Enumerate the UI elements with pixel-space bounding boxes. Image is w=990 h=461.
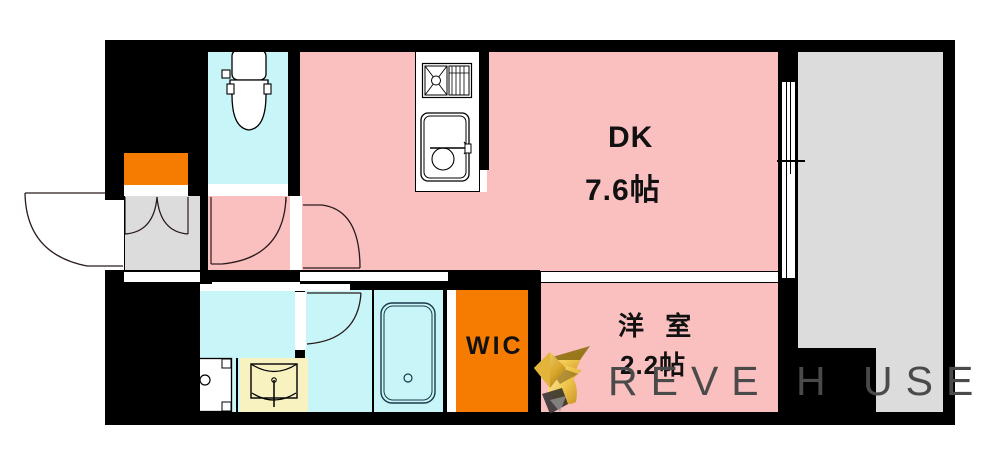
wall-left-vertical xyxy=(105,40,124,200)
wall-top-strip xyxy=(105,40,955,52)
toilet-door-threshold[interactable] xyxy=(208,184,288,196)
label-wic: WIC xyxy=(466,332,524,360)
bathroom-door-swing[interactable] xyxy=(306,292,364,348)
watermark-text-left: REVE H xyxy=(608,358,839,404)
entry-genkan-floor xyxy=(124,196,188,270)
label-dk-size: 7.6帖 xyxy=(585,174,661,207)
shoe-closet-threshold xyxy=(124,185,188,196)
entrance-door-frame-line xyxy=(124,196,125,270)
room-dk-floor xyxy=(300,52,778,270)
hallway-floor-right xyxy=(300,196,362,270)
wall-bottom-strip xyxy=(105,412,955,425)
genkan-closet-doors[interactable] xyxy=(124,196,190,240)
balcony-door-rail-2 xyxy=(790,82,791,174)
washroom-threshold-top xyxy=(200,282,350,291)
wall-dk-wet-gap xyxy=(300,272,448,281)
washroom-floor xyxy=(305,290,375,412)
label-room-name: 洋 室 xyxy=(618,311,699,341)
balcony-door-rail-1 xyxy=(786,82,787,278)
wall-hallway-bottom-gap xyxy=(124,272,200,282)
balcony-floor-bottom-right xyxy=(876,348,943,412)
watermark-text-right: USE xyxy=(863,358,987,404)
kitchen-counter-edge-bottom xyxy=(415,191,480,192)
sliding-door-line-bottom xyxy=(540,282,778,283)
wall-genkan-toilet-divider xyxy=(196,40,208,196)
balcony-sliding-door-panel[interactable] xyxy=(782,82,795,278)
kitchen-wall-stub xyxy=(480,52,489,170)
wall-balcony-right xyxy=(943,40,955,425)
bathroom-door-opening[interactable] xyxy=(295,292,306,350)
entrance-door-swing[interactable] xyxy=(24,192,125,272)
balcony-notch xyxy=(798,348,876,412)
bath-partition-line xyxy=(372,290,374,412)
wall-wet-left xyxy=(105,332,170,425)
balcony-floor-top xyxy=(798,52,943,348)
vanity-divider-line xyxy=(236,358,238,412)
toilet-door-swing[interactable] xyxy=(210,196,288,270)
wall-genkan-right-stub xyxy=(200,270,212,284)
wall-toilet-dk-divider xyxy=(288,40,300,196)
sliding-door-line-top xyxy=(540,271,778,272)
label-dk-name: DK xyxy=(608,121,654,154)
kitchen-counter-edge-right xyxy=(479,52,480,192)
vanity-sink-detail xyxy=(250,363,298,408)
entrance-door-opening[interactable] xyxy=(105,196,125,270)
dk-door-swing[interactable] xyxy=(302,204,364,270)
kitchen-counter-edge xyxy=(415,52,416,192)
entry-genkan-floor-2 xyxy=(188,196,200,270)
label-room-size: 2.2帖 xyxy=(620,350,687,380)
wic-left-gap xyxy=(447,290,456,412)
stove-cooktop xyxy=(421,62,473,99)
wall-wic-room-divider xyxy=(528,272,541,412)
balcony-door-handle xyxy=(777,160,805,162)
toilet-fixture xyxy=(218,49,280,145)
dk-door-opening[interactable] xyxy=(290,196,302,270)
kitchen-sink xyxy=(420,112,474,184)
wic-closet xyxy=(456,290,534,412)
bathtub xyxy=(380,302,436,404)
reve-house-logo-icon xyxy=(520,340,606,422)
watermark-text-gap-letter xyxy=(818,358,842,405)
shoe-closet xyxy=(124,153,188,185)
sliding-door-dk-room[interactable] xyxy=(540,272,778,282)
